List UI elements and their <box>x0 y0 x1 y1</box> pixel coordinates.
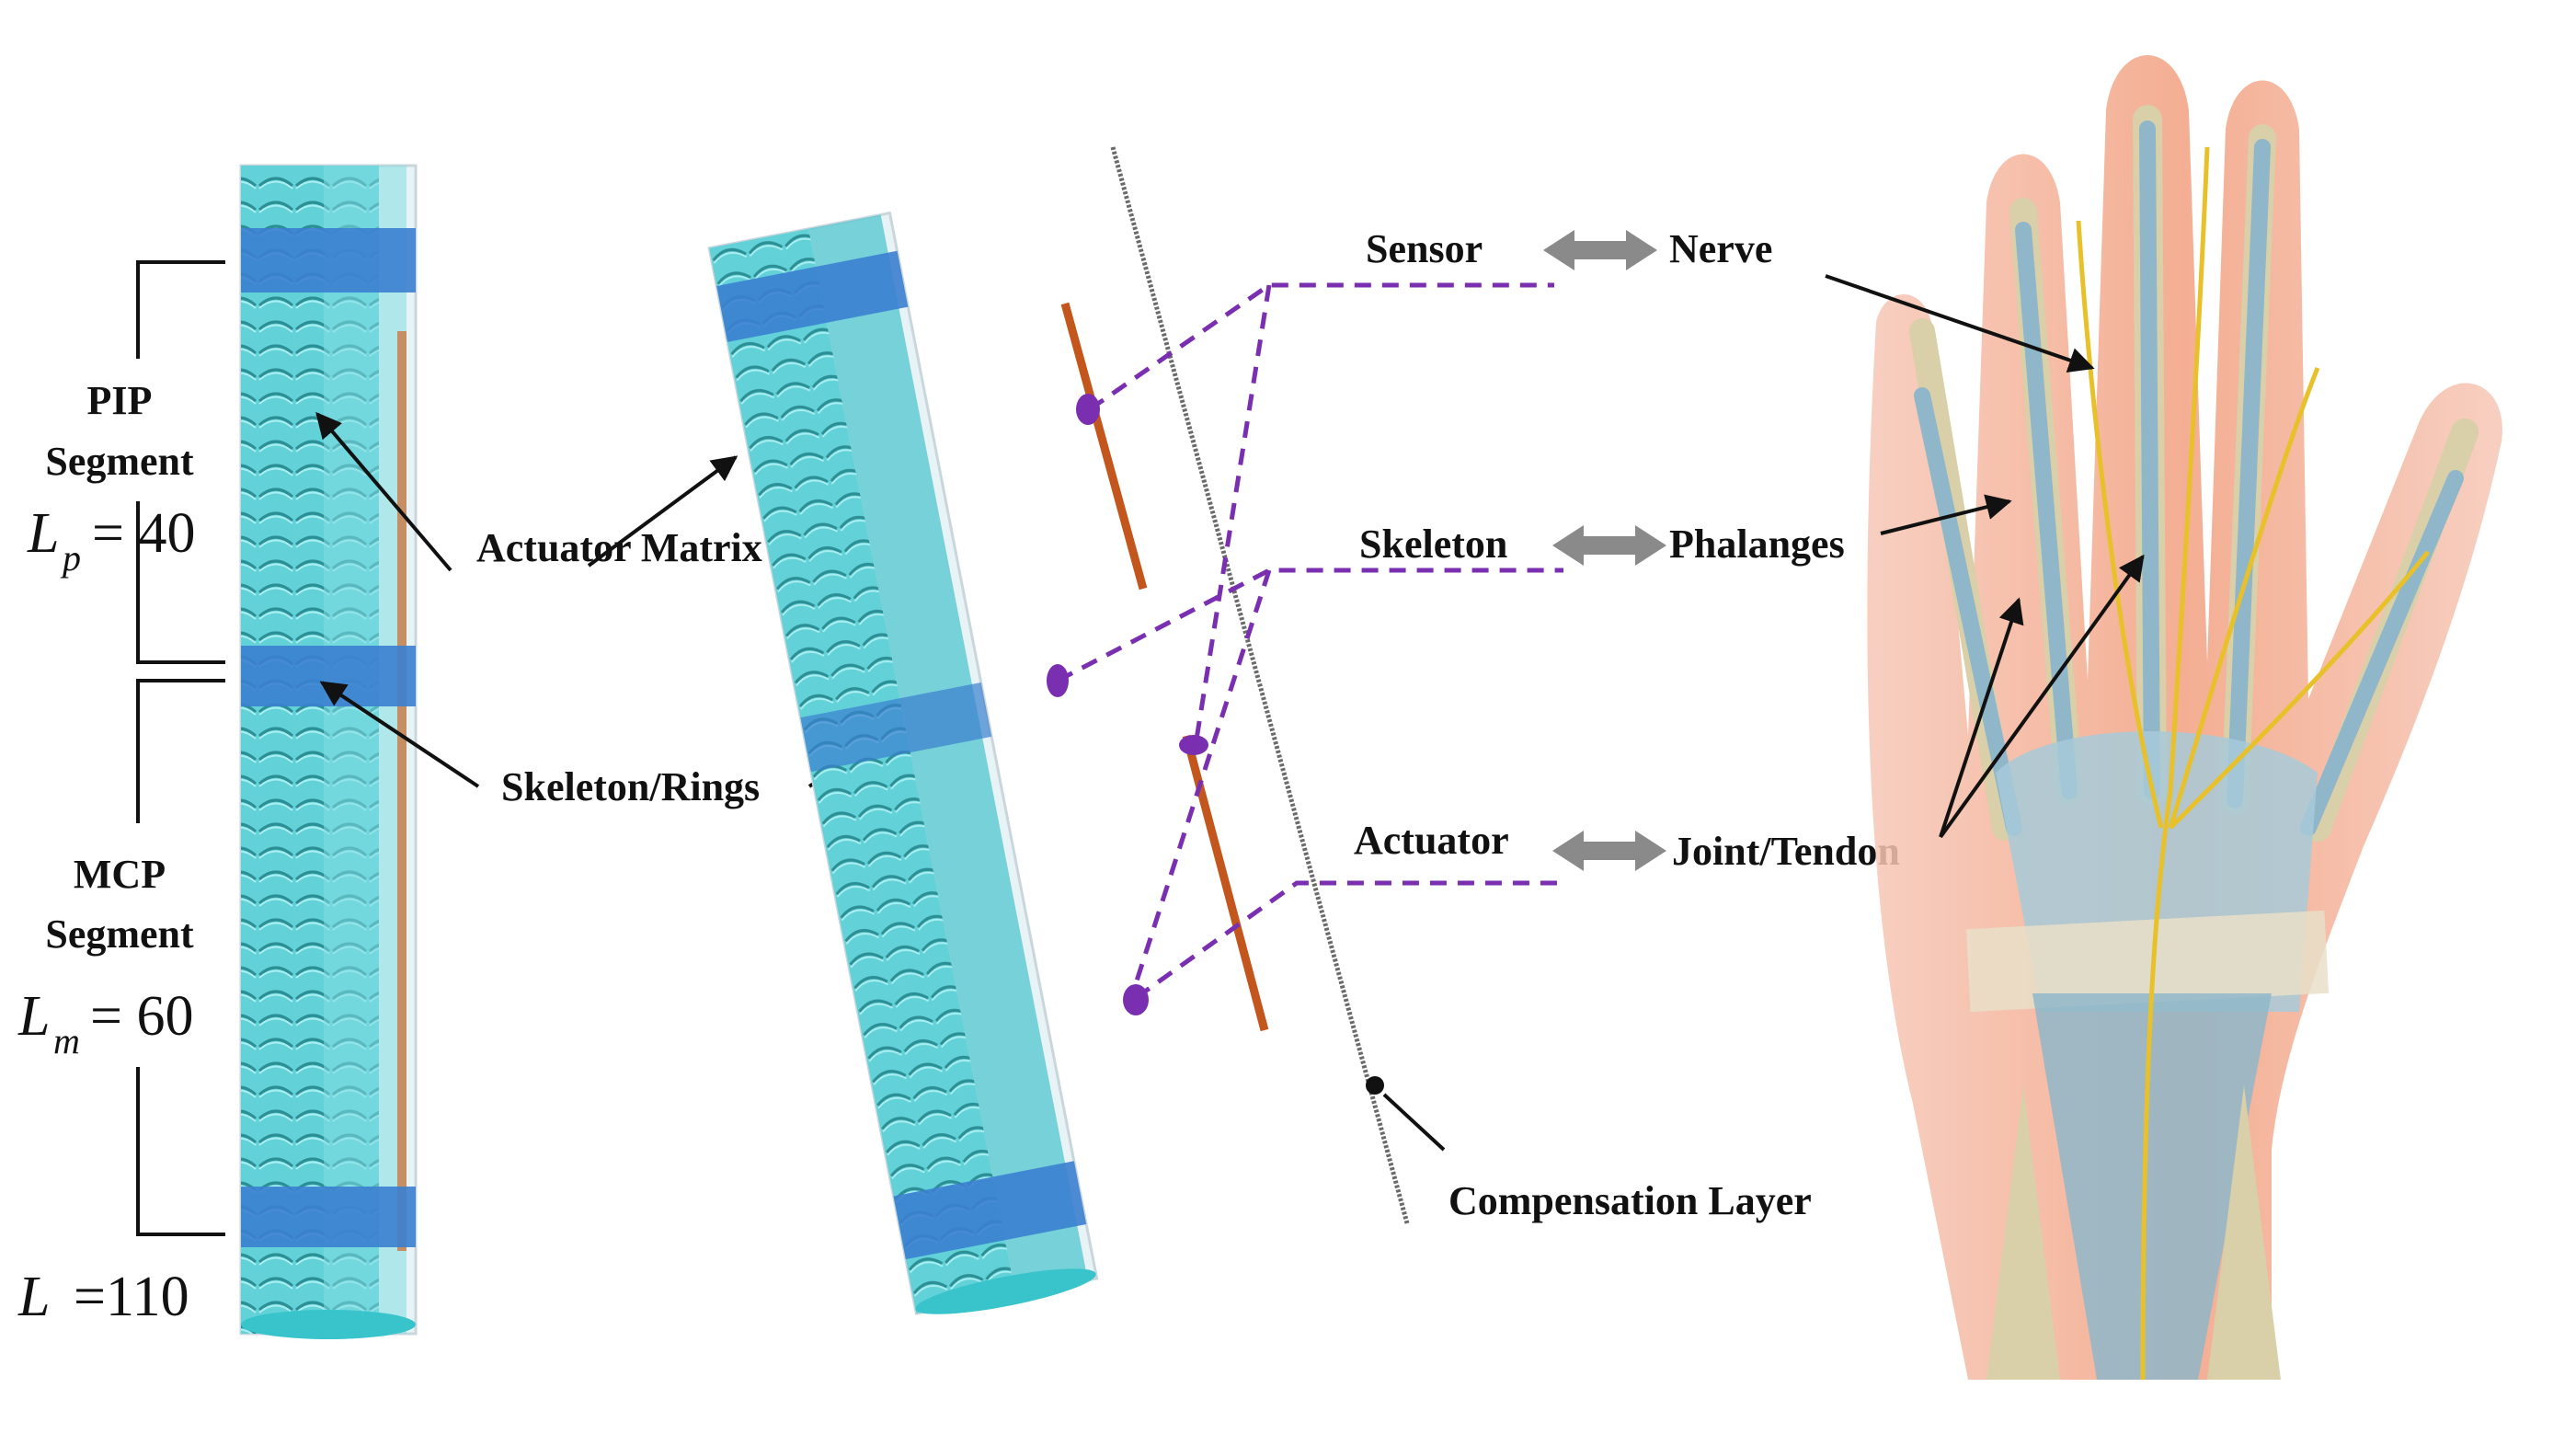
svg-text:L: L <box>27 502 59 565</box>
svg-text:L: L <box>17 985 50 1048</box>
mid-ring <box>241 646 416 706</box>
compensation-layer-pointer <box>1382 1093 1446 1152</box>
analogy-bio-phalanges: Phalanges <box>1669 522 1845 567</box>
lower-rod <box>1182 734 1269 1032</box>
double-arrow-icon <box>1552 831 1666 871</box>
double-arrow-icon <box>1543 230 1657 270</box>
mcp-length: L m = 60 <box>17 985 193 1061</box>
analogy-robot-sensor: Sensor <box>1366 226 1483 271</box>
hand-anatomy-illustration <box>1867 55 2502 1381</box>
analogy-robot-actuator: Actuator <box>1354 818 1509 863</box>
sensor-dashed-lines <box>1056 282 1563 1001</box>
upper-rod <box>1060 302 1148 591</box>
pip-label-line1: PIP <box>87 378 153 423</box>
compensation-layer <box>1110 146 1410 1224</box>
pip-label-line2: Segment <box>45 439 194 484</box>
svg-text:= 60: = 60 <box>90 985 193 1048</box>
svg-text:L: L <box>17 1266 50 1328</box>
tilted-top-ring <box>716 250 909 342</box>
tilted-actuator <box>707 211 1099 1315</box>
base-ring <box>241 1187 416 1247</box>
skeleton-rings-label: Skeleton/Rings <box>501 764 760 809</box>
svg-text:p: p <box>60 537 81 579</box>
tilted-mid-ring <box>800 682 992 773</box>
hand-pointer-arrows <box>1825 274 2145 839</box>
double-arrow-icon <box>1552 525 1666 566</box>
mcp-label-line1: MCP <box>74 852 166 897</box>
sensor-nodes <box>1047 394 1208 1015</box>
svg-text:=110: =110 <box>74 1266 189 1328</box>
analogy-row-skeleton: Skeleton Phalanges <box>1359 522 1845 567</box>
analogy-row-actuator: Actuator Joint/Tendon <box>1354 818 1900 874</box>
tip-ring <box>241 228 416 292</box>
analogy-robot-skeleton: Skeleton <box>1359 522 1507 567</box>
mcp-label-line2: Segment <box>45 912 194 957</box>
straight-actuator <box>239 164 418 1339</box>
analogy-bio-joint-tendon: Joint/Tendon <box>1672 829 1900 874</box>
compensation-layer-dot <box>1366 1076 1384 1095</box>
tilted-base-ring <box>893 1161 1087 1260</box>
compensation-layer-label: Compensation Layer <box>1448 1178 1812 1223</box>
total-length: L =110 <box>17 1266 189 1328</box>
pip-length: L p = 40 <box>27 502 195 579</box>
svg-text:m: m <box>53 1020 80 1061</box>
analogy-row-sensor: Sensor Nerve <box>1366 226 1772 271</box>
dimension-brackets <box>136 260 225 1236</box>
analogy-bio-nerve: Nerve <box>1669 226 1772 271</box>
actuator-matrix-label: Actuator Matrix <box>476 525 762 570</box>
svg-text:= 40: = 40 <box>92 502 195 565</box>
